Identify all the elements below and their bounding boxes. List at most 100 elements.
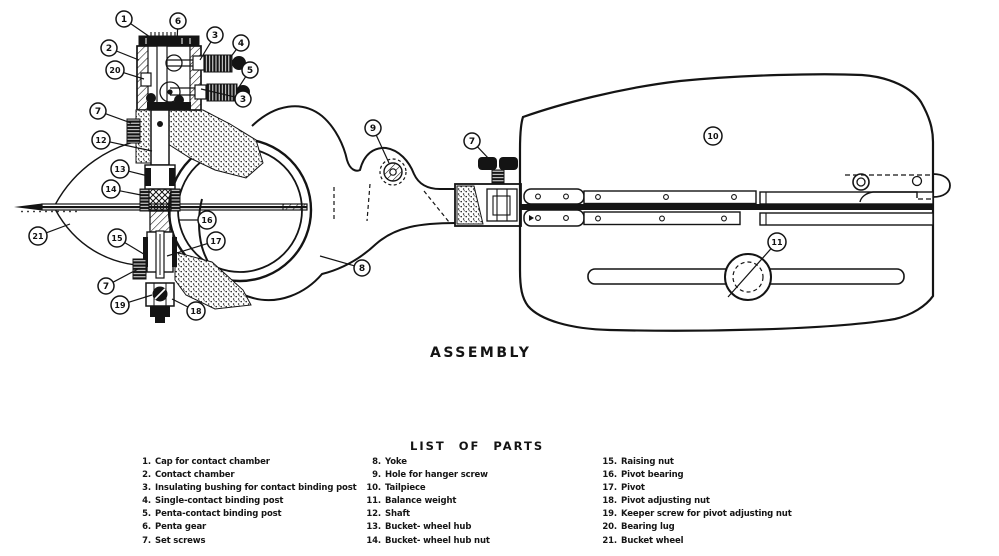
bucket-wheel-hub-nut [148,188,172,212]
callout-7: 7 [89,102,132,124]
svg-text:21: 21 [32,232,44,241]
part-number: 8. [372,457,381,467]
svg-text:4: 4 [238,39,244,49]
part-row: 16. Pivot bearing [586,469,792,482]
callout-12: 12 [91,130,153,152]
part-row: 19.Keeper screw for pivot adjusting nut [586,508,791,521]
part-label: Tailpiece [385,483,426,494]
callout-7: 7 [463,132,491,161]
svg-text:5: 5 [247,66,253,76]
callout-14: 14 [101,179,142,199]
svg-text:3: 3 [212,31,218,41]
part-row: 14. Bucket- wheel hub nut [350,535,490,548]
part-row: 3.Insulating bushing for contact binding… [120,482,357,495]
callout-20: 20 [105,60,145,80]
svg-text:16: 16 [201,216,213,225]
svg-text:7: 7 [95,107,101,117]
part-number: 6. [142,522,151,533]
part-number: 16. [602,470,617,481]
part-row: 13.Bucket- wheel hub [350,521,490,534]
callout-13: 13 [110,159,149,179]
part-label: Pivot adjusting nut [621,496,710,507]
part-label: Contact chamber [155,470,235,481]
part-row: 4. Single-contact binding post [120,495,357,508]
part-number: 4. [142,496,151,507]
part-label: Pivot bearing [621,470,684,481]
svg-text:15: 15 [111,234,123,243]
part-number: 21. [602,535,617,546]
callout-5: 5 [238,61,259,88]
part-number: 15. [602,457,617,467]
tailpiece-socket [454,157,522,227]
part-number: 17. [602,483,617,494]
single-contact-binding-post [203,54,246,73]
tailpiece-end-detail [845,173,951,203]
hanger-screw-hole [379,158,407,186]
part-label: Raising nut [621,457,674,467]
part-number: 3. [142,483,151,494]
callout-2: 2 [100,39,140,61]
part-number: 12. [366,509,381,520]
callout-4: 4 [229,34,250,59]
svg-text:20: 20 [109,66,121,75]
svg-text:14: 14 [105,185,117,194]
list-of-parts-caption: LIST OF PARTS [410,439,545,453]
pivot-bearing [149,210,171,233]
svg-text:8: 8 [359,264,365,274]
callout-10: 10 [703,126,723,146]
part-label: Balance weight [385,496,457,507]
part-number: 5. [142,509,151,520]
svg-text:3: 3 [240,95,246,105]
svg-text:17: 17 [210,237,221,246]
svg-text:2: 2 [106,44,112,54]
insulating-bushing-lower [194,84,207,100]
part-number: 9. [372,470,381,481]
needle-serration [21,210,77,213]
part-row: 5. Penta-contact binding post [120,508,357,521]
callout-7: 7 [97,268,139,295]
part-row: 20.Bearing lug [586,521,792,534]
part-label: Bucket- wheel hub nut [385,535,490,546]
svg-text:10: 10 [707,132,719,141]
tailpiece-drawing [518,73,951,332]
svg-text:9: 9 [370,124,376,134]
part-number: 18. [602,496,617,507]
svg-text:6: 6 [175,17,181,27]
callout-1: 1 [115,10,151,38]
part-row: 11. Balance weight [350,495,490,508]
part-number: 11. [366,496,381,507]
part-row: 21.Bucket wheel [586,535,792,548]
part-row: 9. Hole for hanger screw [350,469,490,482]
callout-8: 8 [319,255,371,277]
part-row: 1.Cap for contact chamber [120,456,357,469]
yoke-drawing [167,105,457,310]
part-label: Hole for hanger screw [385,470,488,481]
part-row: 10.Tailpiece [350,482,490,495]
part-number: 19. [602,509,617,520]
set-screw-lower [132,258,147,280]
insulating-bushing-upper [192,55,205,71]
part-number: 14. [366,535,381,546]
svg-text:19: 19 [114,301,126,310]
part-row: 6.Penta gear [120,521,357,534]
callout-3: 3 [199,26,224,61]
part-label: Yoke [385,457,407,467]
callout-18: 18 [171,298,206,321]
part-row: 12. Shaft [350,508,490,521]
part-number: 1. [142,457,151,467]
callout-15: 15 [107,228,148,257]
part-label: Penta-contact binding post [155,509,282,520]
part-label: Shaft [385,509,410,520]
callout-16: 16 [178,210,217,230]
part-number: 20. [602,522,617,533]
callout-17: 17 [166,231,226,257]
callout-3: 3 [200,88,252,108]
svg-text:1: 1 [121,15,127,25]
part-row: 7.Set screws [120,535,357,548]
part-label: Pivot [621,483,645,494]
part-row: 2.Contact chamber [120,469,357,482]
part-label: Single-contact binding post [155,496,284,507]
